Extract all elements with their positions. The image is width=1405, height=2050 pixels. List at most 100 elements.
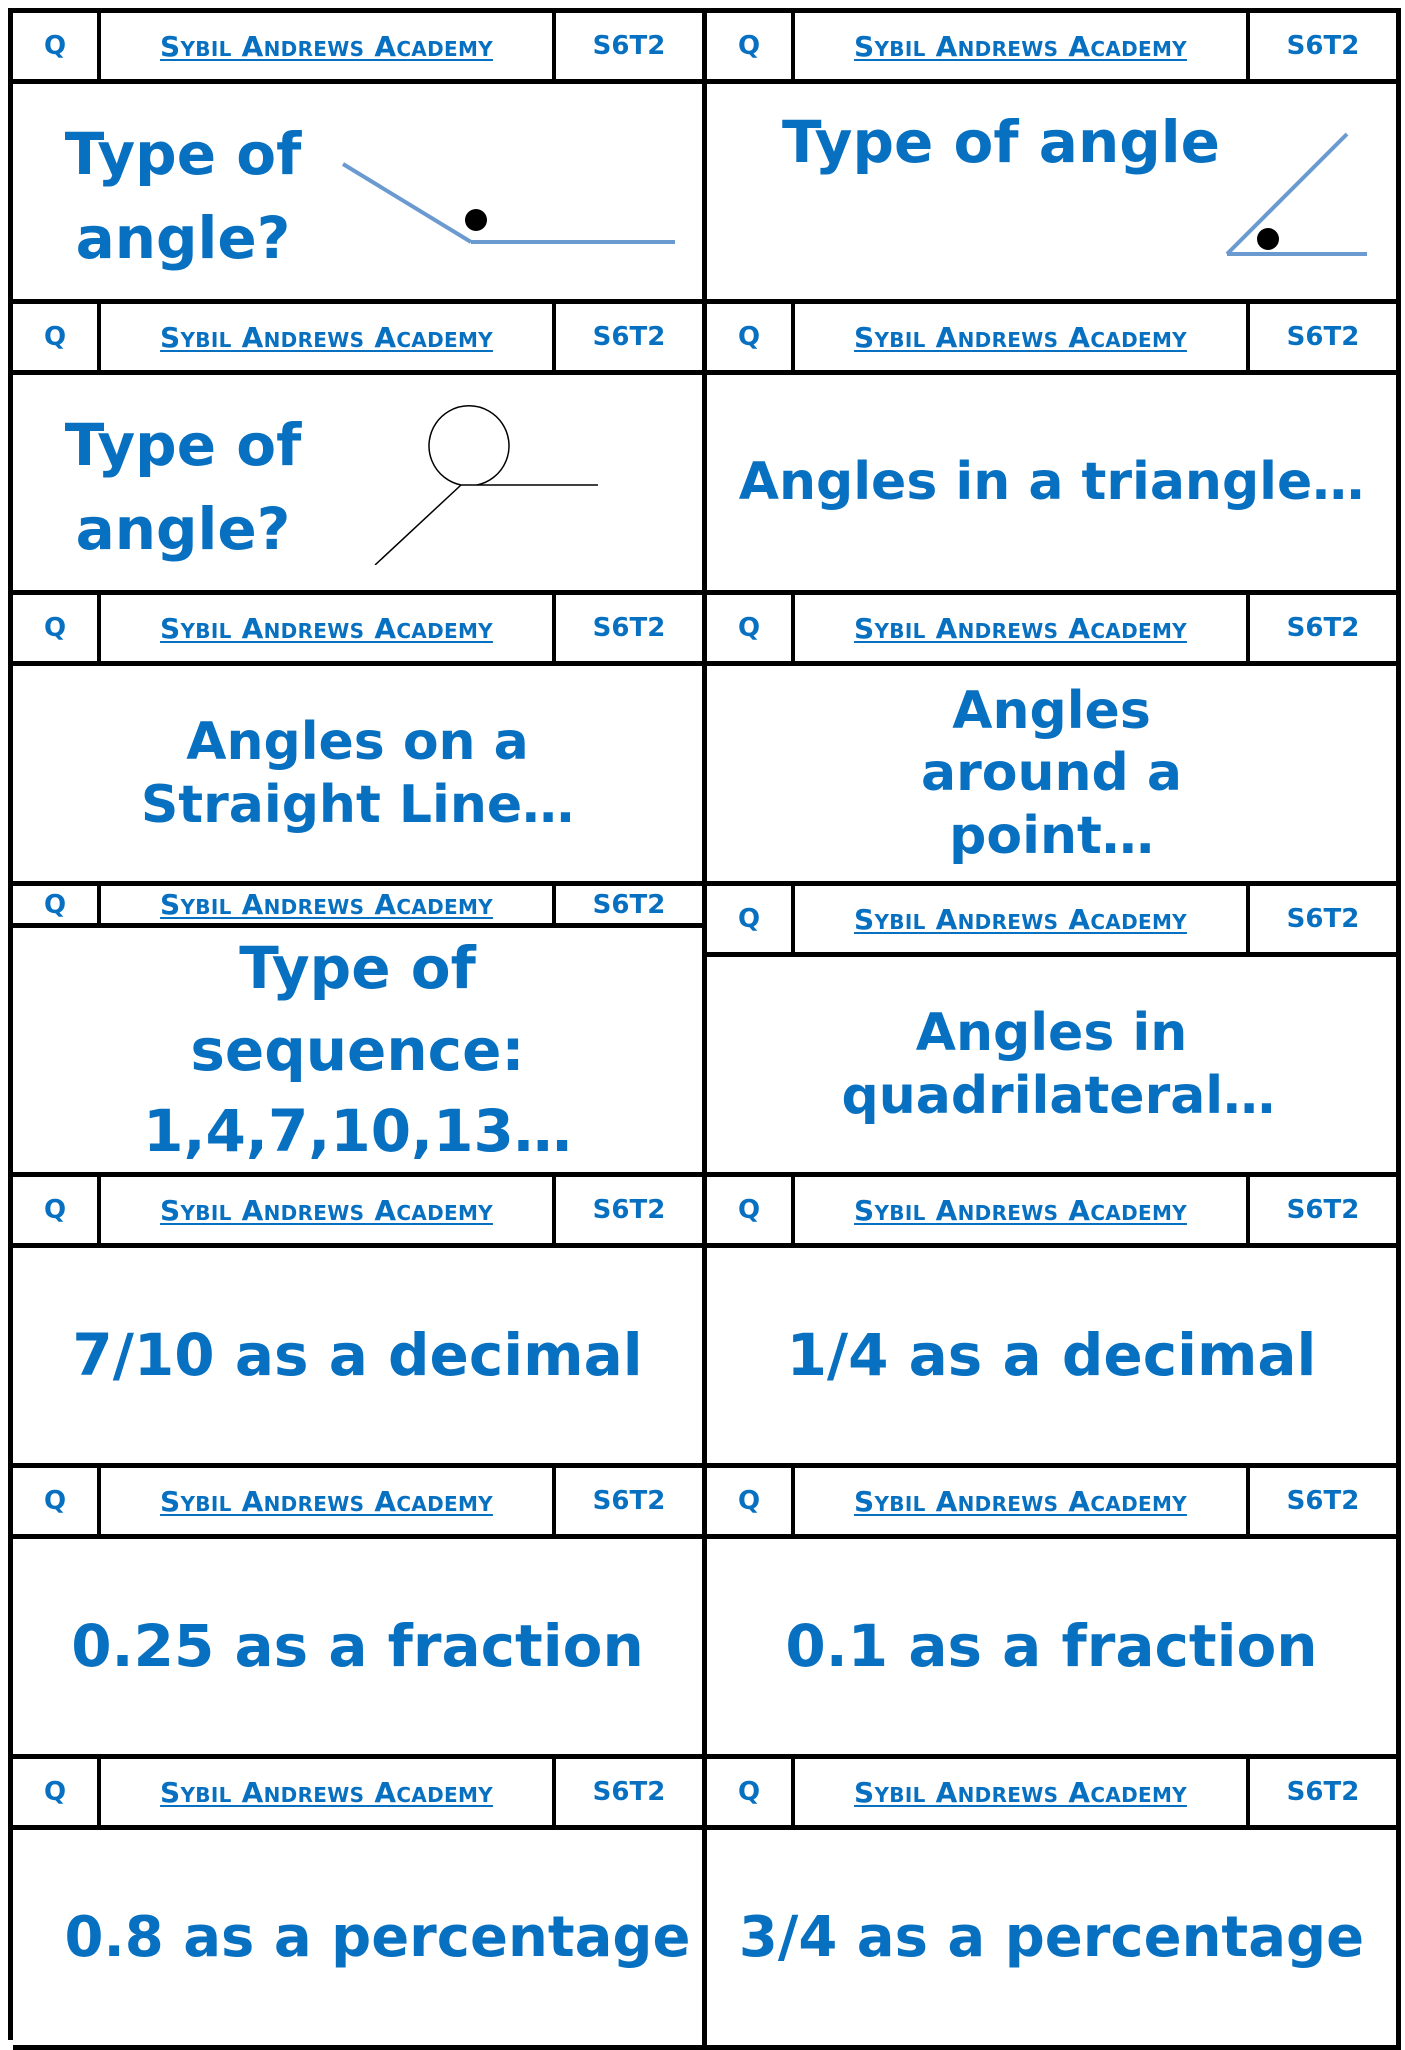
card-code: S6T2 bbox=[1286, 904, 1360, 934]
card-7: Q Sybil Andrews Academy S6T2 Type of seq… bbox=[13, 886, 707, 1177]
card-code: S6T2 bbox=[592, 31, 666, 61]
card-header: Q Sybil Andrews Academy S6T2 bbox=[707, 13, 1396, 84]
card-6: Q Sybil Andrews Academy S6T2 Angles arou… bbox=[707, 595, 1401, 886]
card-body: 0.8 as a percentage bbox=[13, 1830, 702, 2045]
card-header: Q Sybil Andrews Academy S6T2 bbox=[13, 1177, 702, 1248]
card-8: Q Sybil Andrews Academy S6T2 Angles in q… bbox=[707, 886, 1401, 1177]
card-12: Q Sybil Andrews Academy S6T2 0.1 as a fr… bbox=[707, 1468, 1401, 1759]
acute-angle-diagram bbox=[1225, 132, 1367, 256]
card-code: S6T2 bbox=[1286, 31, 1360, 61]
card-type-label: Q bbox=[707, 304, 795, 370]
question-text: Type of angle bbox=[782, 108, 1220, 176]
question-text: 1/4 as a decimal bbox=[786, 1320, 1317, 1389]
card-14: Q Sybil Andrews Academy S6T2 3/4 as a pe… bbox=[707, 1759, 1401, 2050]
question-text: Angles around a point… bbox=[921, 680, 1182, 866]
reflex-angle-diagram bbox=[374, 405, 598, 565]
question-text: 3/4 as a percentage bbox=[738, 1904, 1365, 1970]
card-header: Q Sybil Andrews Academy S6T2 bbox=[707, 595, 1396, 666]
card-code: S6T2 bbox=[1286, 1777, 1360, 1807]
card-code: S6T2 bbox=[592, 1195, 666, 1225]
school-name: Sybil Andrews Academy bbox=[795, 13, 1250, 79]
question-text: Angles on a Straight Line… bbox=[140, 712, 575, 835]
school-name: Sybil Andrews Academy bbox=[795, 886, 1250, 952]
card-type-label: Q bbox=[707, 13, 795, 79]
card-5: Q Sybil Andrews Academy S6T2 Angles on a… bbox=[13, 595, 707, 886]
card-code: S6T2 bbox=[1286, 322, 1360, 352]
card-3: Q Sybil Andrews Academy S6T2 Type of ang… bbox=[13, 304, 707, 595]
card-header: Q Sybil Andrews Academy S6T2 bbox=[707, 1759, 1396, 1830]
card-body: 1/4 as a decimal bbox=[707, 1248, 1396, 1463]
school-name: Sybil Andrews Academy bbox=[101, 595, 556, 661]
card-type-label: Q bbox=[707, 595, 795, 661]
card-code: S6T2 bbox=[592, 1486, 666, 1516]
card-2: Q Sybil Andrews Academy S6T2 Type of ang… bbox=[707, 13, 1401, 304]
card-code: S6T2 bbox=[592, 1777, 666, 1807]
question-text: 7/10 as a decimal bbox=[72, 1320, 643, 1389]
card-body: Type of angle bbox=[707, 84, 1396, 299]
school-name: Sybil Andrews Academy bbox=[795, 304, 1250, 370]
card-type-label: Q bbox=[13, 1177, 101, 1243]
question-text: Type of sequence: 1,4,7,10,13… bbox=[143, 934, 572, 1165]
card-type-label: Q bbox=[13, 595, 101, 661]
card-code: S6T2 bbox=[592, 322, 666, 352]
school-name: Sybil Andrews Academy bbox=[795, 1468, 1250, 1534]
question-text: 0.8 as a percentage bbox=[64, 1904, 691, 1970]
card-body: Angles around a point… bbox=[707, 666, 1396, 881]
question-text: Angles in quadrilateral… bbox=[841, 1003, 1276, 1126]
card-code: S6T2 bbox=[1286, 613, 1360, 643]
card-header: Q Sybil Andrews Academy S6T2 bbox=[13, 13, 702, 84]
card-type-label: Q bbox=[707, 1468, 795, 1534]
card-body: Type of angle? bbox=[13, 375, 702, 590]
card-code: S6T2 bbox=[592, 889, 666, 920]
card-type-label: Q bbox=[707, 1177, 795, 1243]
card-type-label: Q bbox=[13, 304, 101, 370]
card-header: Q Sybil Andrews Academy S6T2 bbox=[707, 304, 1396, 375]
card-body: Type of angle? bbox=[13, 84, 702, 299]
school-name: Sybil Andrews Academy bbox=[101, 1177, 556, 1243]
card-body: 3/4 as a percentage bbox=[707, 1830, 1396, 2045]
card-10: Q Sybil Andrews Academy S6T2 1/4 as a de… bbox=[707, 1177, 1401, 1468]
card-header: Q Sybil Andrews Academy S6T2 bbox=[13, 1468, 702, 1539]
card-header: Q Sybil Andrews Academy S6T2 bbox=[13, 304, 702, 375]
question-text: Type of angle? bbox=[64, 120, 302, 273]
question-text: 0.1 as a fraction bbox=[785, 1611, 1318, 1680]
school-name: Sybil Andrews Academy bbox=[101, 1759, 556, 1825]
school-name: Sybil Andrews Academy bbox=[795, 1177, 1250, 1243]
question-text: 0.25 as a fraction bbox=[71, 1611, 644, 1680]
card-type-label: Q bbox=[13, 1468, 101, 1534]
card-13: Q Sybil Andrews Academy S6T2 0.8 as a pe… bbox=[13, 1759, 707, 2050]
card-body: Type of sequence: 1,4,7,10,13… bbox=[13, 928, 702, 1172]
card-header: Q Sybil Andrews Academy S6T2 bbox=[13, 1759, 702, 1830]
school-name: Sybil Andrews Academy bbox=[101, 886, 556, 924]
card-code: S6T2 bbox=[1286, 1195, 1360, 1225]
card-type-label: Q bbox=[707, 1759, 795, 1825]
school-name: Sybil Andrews Academy bbox=[101, 1468, 556, 1534]
card-1: Q Sybil Andrews Academy S6T2 Type of ang… bbox=[13, 13, 707, 304]
school-name: Sybil Andrews Academy bbox=[101, 13, 556, 79]
card-header: Q Sybil Andrews Academy S6T2 bbox=[13, 886, 702, 929]
card-4: Q Sybil Andrews Academy S6T2 Angles in a… bbox=[707, 304, 1401, 595]
card-header: Q Sybil Andrews Academy S6T2 bbox=[13, 595, 702, 666]
card-header: Q Sybil Andrews Academy S6T2 bbox=[707, 886, 1396, 957]
flashcard-sheet: Q Sybil Andrews Academy S6T2 Type of ang… bbox=[8, 8, 1401, 2050]
card-header: Q Sybil Andrews Academy S6T2 bbox=[707, 1177, 1396, 1248]
card-code: S6T2 bbox=[592, 613, 666, 643]
question-text: Type of angle? bbox=[64, 411, 302, 564]
card-header: Q Sybil Andrews Academy S6T2 bbox=[707, 1468, 1396, 1539]
card-body: 0.25 as a fraction bbox=[13, 1539, 702, 1754]
card-body: 7/10 as a decimal bbox=[13, 1248, 702, 1463]
card-9: Q Sybil Andrews Academy S6T2 7/10 as a d… bbox=[13, 1177, 707, 1468]
school-name: Sybil Andrews Academy bbox=[795, 1759, 1250, 1825]
card-type-label: Q bbox=[13, 13, 101, 79]
card-type-label: Q bbox=[13, 1759, 101, 1825]
card-body: Angles on a Straight Line… bbox=[13, 666, 702, 881]
card-body: Angles in a triangle… bbox=[707, 375, 1396, 590]
obtuse-angle-diagram bbox=[341, 162, 675, 244]
card-type-label: Q bbox=[707, 886, 795, 952]
school-name: Sybil Andrews Academy bbox=[795, 595, 1250, 661]
card-body: 0.1 as a fraction bbox=[707, 1539, 1396, 1754]
school-name: Sybil Andrews Academy bbox=[101, 304, 556, 370]
card-code: S6T2 bbox=[1286, 1486, 1360, 1516]
card-body: Angles in quadrilateral… bbox=[707, 957, 1396, 1172]
card-11: Q Sybil Andrews Academy S6T2 0.25 as a f… bbox=[13, 1468, 707, 1759]
